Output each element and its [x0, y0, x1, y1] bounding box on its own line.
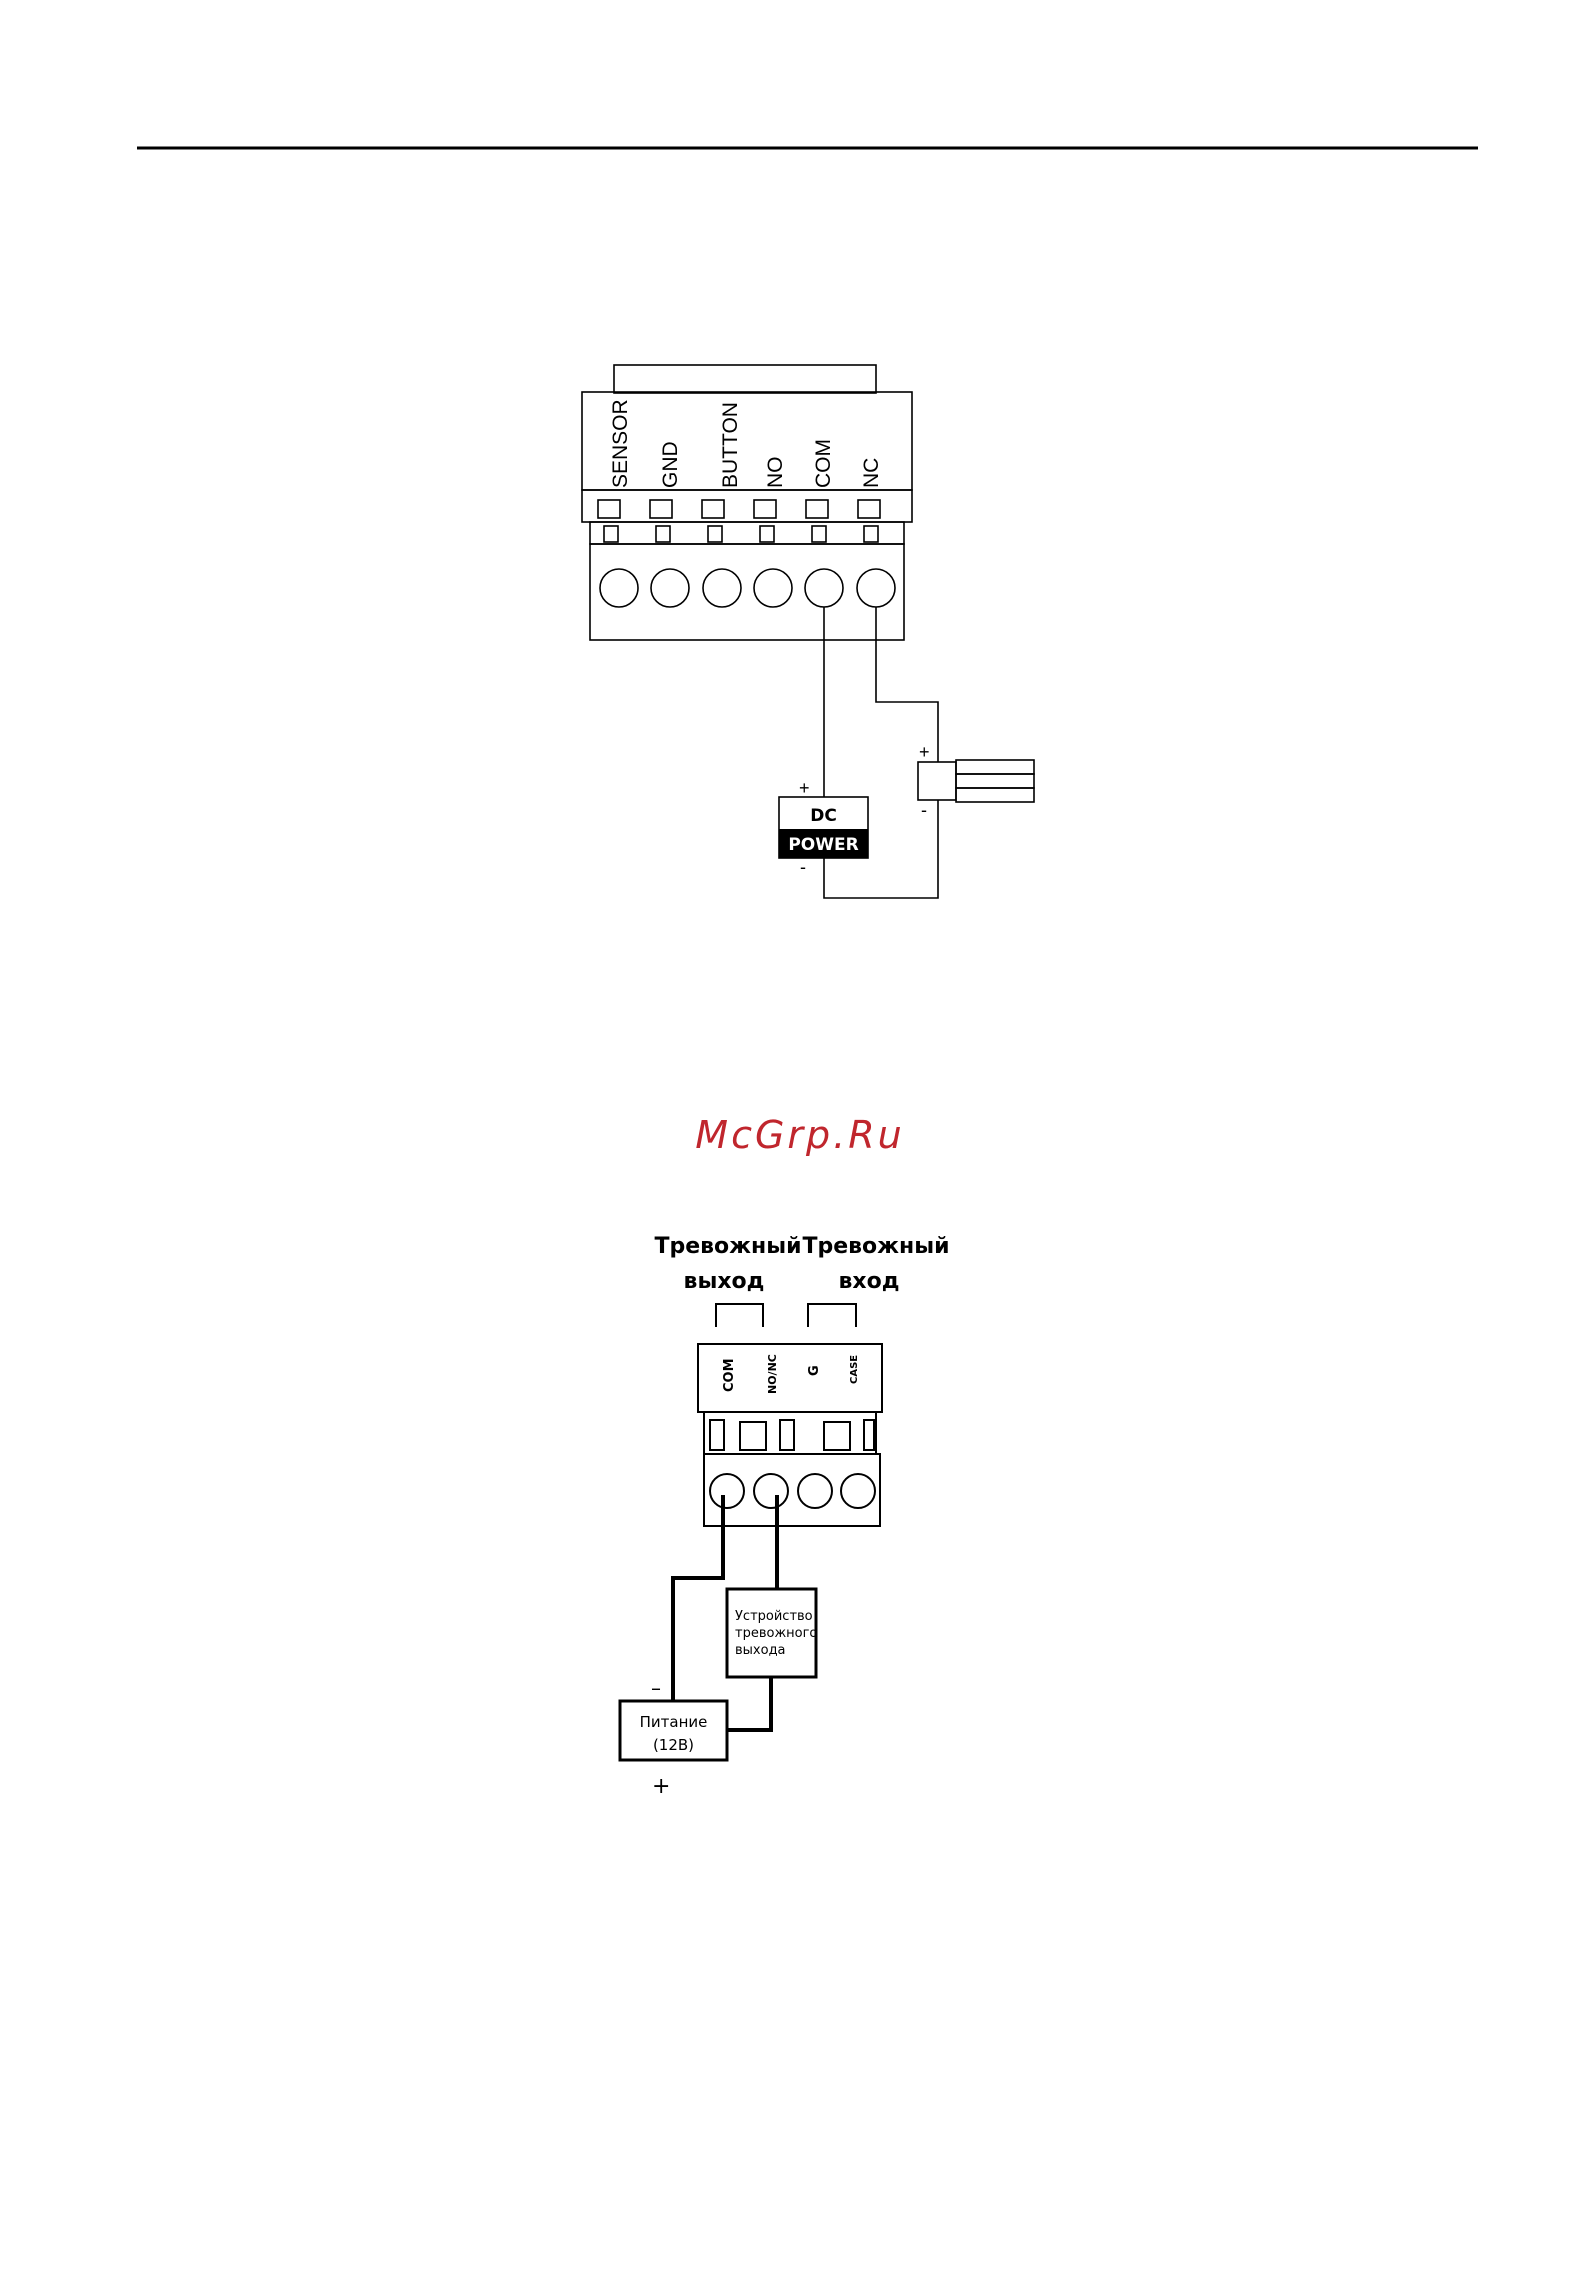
device-label-line3: выхода: [735, 1643, 786, 1658]
alarm-wiring-diagram: [698, 1304, 882, 1526]
power-minus-sign: -: [800, 857, 806, 877]
alarm-output-device-box: Устройство тревожного выхода: [727, 1589, 817, 1677]
connector2-teeth: [710, 1420, 874, 1450]
terminal-label: SENSOR: [609, 399, 632, 488]
connector2-screw-base: [704, 1454, 880, 1526]
power-label: POWER: [788, 835, 858, 855]
alarm-output-title-line2: выход: [684, 1269, 765, 1294]
dc-label: DC: [810, 806, 837, 826]
terminal-label: NO: [764, 457, 787, 489]
terminal-label: BUTTON: [719, 402, 742, 488]
lock-minus-sign: -: [921, 800, 927, 820]
lock-plus-sign: +: [919, 742, 930, 762]
wire-nc-to-lock: [876, 607, 938, 762]
connector-tab: [614, 365, 876, 393]
watermark: McGrp.Ru: [695, 1113, 904, 1157]
connector-rib: [590, 522, 904, 544]
terminal-label: COM: [722, 1358, 737, 1392]
alarm-input-title-line2: вход: [839, 1269, 900, 1294]
terminal-label: NC: [860, 458, 883, 488]
terminal-label: COM: [812, 439, 835, 488]
terminal-label: CASE: [849, 1355, 860, 1384]
electric-lock: [918, 760, 1034, 802]
connector-screws: [600, 569, 895, 607]
alarm-output-bracket: [716, 1304, 763, 1327]
device-label-line1: Устройство: [735, 1609, 813, 1624]
terminal-label: GND: [659, 441, 682, 488]
supply-label-line1: Питание: [640, 1713, 708, 1731]
alarm-output-title-line1: Тревожный: [654, 1234, 801, 1259]
terminal-labels-1: SENSOR GND BUTTON NO COM NC: [609, 399, 883, 488]
connector2-screws: [710, 1474, 875, 1508]
alarm-input-bracket: [808, 1304, 856, 1327]
connector-teeth: [598, 500, 880, 542]
terminal-label: G: [807, 1365, 822, 1376]
wire-device-to-supply: [727, 1677, 771, 1730]
power-plus-sign: +: [799, 778, 810, 798]
alarm-input-title-line1: Тревожный: [802, 1234, 949, 1259]
terminal-labels-2: COM NO/NC G CASE: [722, 1354, 860, 1394]
supply-plus-sign: +: [652, 1774, 670, 1799]
supply-label-line2: (12В): [653, 1736, 694, 1754]
device-label-line2: тревожного: [735, 1626, 817, 1641]
terminal-label: NO/NC: [766, 1354, 779, 1394]
supply-minus-sign: –: [651, 1676, 661, 1700]
